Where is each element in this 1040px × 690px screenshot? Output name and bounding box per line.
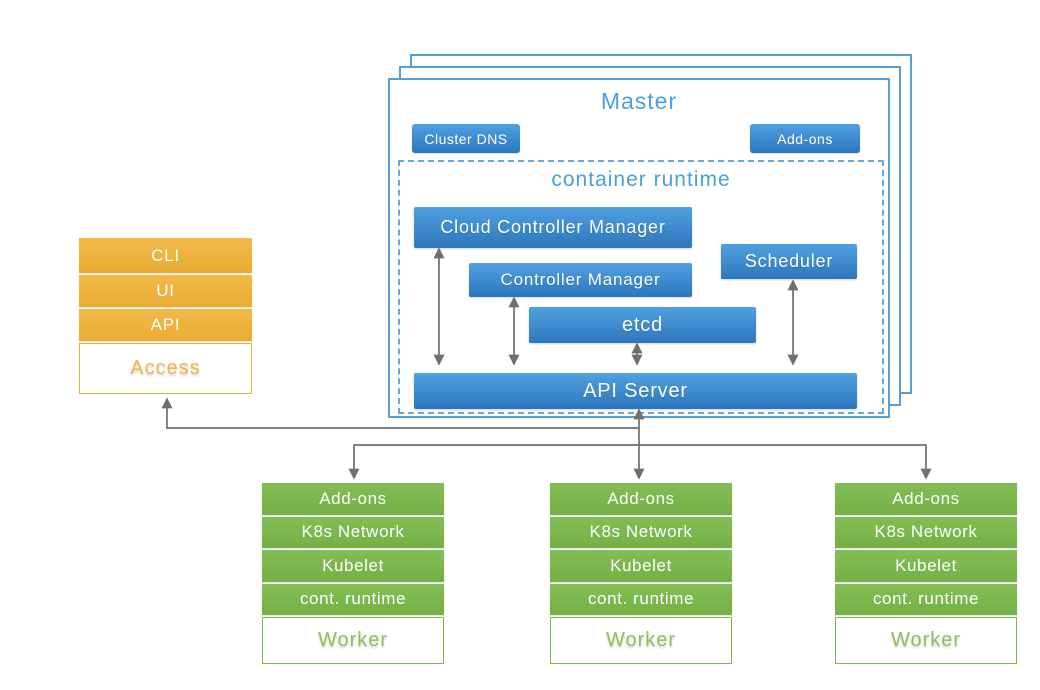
worker-node-3: Add-ons K8s Network Kubelet cont. runtim… <box>835 483 1017 664</box>
access-stack: CLI UI API Access <box>79 238 252 394</box>
worker1-addons-box: Add-ons <box>262 483 444 515</box>
container-runtime-title: container runtime <box>551 168 731 191</box>
worker1-k8s-network-box: K8s Network <box>262 516 444 548</box>
master-node-box: Master Cluster DNS Add-ons container run… <box>388 78 890 418</box>
access-label: Access <box>79 343 252 394</box>
worker3-container-runtime-box: cont. runtime <box>835 583 1017 615</box>
worker-node-1: Add-ons K8s Network Kubelet cont. runtim… <box>262 483 444 664</box>
worker1-container-runtime-box: cont. runtime <box>262 583 444 615</box>
worker1-kubelet-box: Kubelet <box>262 550 444 582</box>
cluster-dns-box: Cluster DNS <box>412 124 520 153</box>
worker3-label: Worker <box>835 617 1017 664</box>
cli-box: CLI <box>79 238 252 273</box>
container-runtime-box: container runtime Cloud Controller Manag… <box>398 160 884 414</box>
arrow-apiserver-worker1 <box>348 444 639 480</box>
worker2-addons-box: Add-ons <box>550 483 732 515</box>
master-addons-box: Add-ons <box>750 124 860 153</box>
master-title: Master <box>600 88 678 114</box>
worker3-k8s-network-box: K8s Network <box>835 516 1017 548</box>
worker2-k8s-network-box: K8s Network <box>550 516 732 548</box>
worker2-label: Worker <box>550 617 732 664</box>
arrow-apiserver-worker3 <box>639 444 932 480</box>
api-server-box: API Server <box>414 373 857 409</box>
controller-manager-box: Controller Manager <box>469 263 692 297</box>
worker2-kubelet-box: Kubelet <box>550 550 732 582</box>
worker3-kubelet-box: Kubelet <box>835 550 1017 582</box>
worker-node-2: Add-ons K8s Network Kubelet cont. runtim… <box>550 483 732 664</box>
api-box: API <box>79 309 252 341</box>
worker1-label: Worker <box>262 617 444 664</box>
etcd-box: etcd <box>529 307 756 343</box>
ui-box: UI <box>79 275 252 307</box>
worker2-container-runtime-box: cont. runtime <box>550 583 732 615</box>
cloud-controller-manager-box: Cloud Controller Manager <box>414 207 692 248</box>
scheduler-box: Scheduler <box>721 244 857 279</box>
worker3-addons-box: Add-ons <box>835 483 1017 515</box>
